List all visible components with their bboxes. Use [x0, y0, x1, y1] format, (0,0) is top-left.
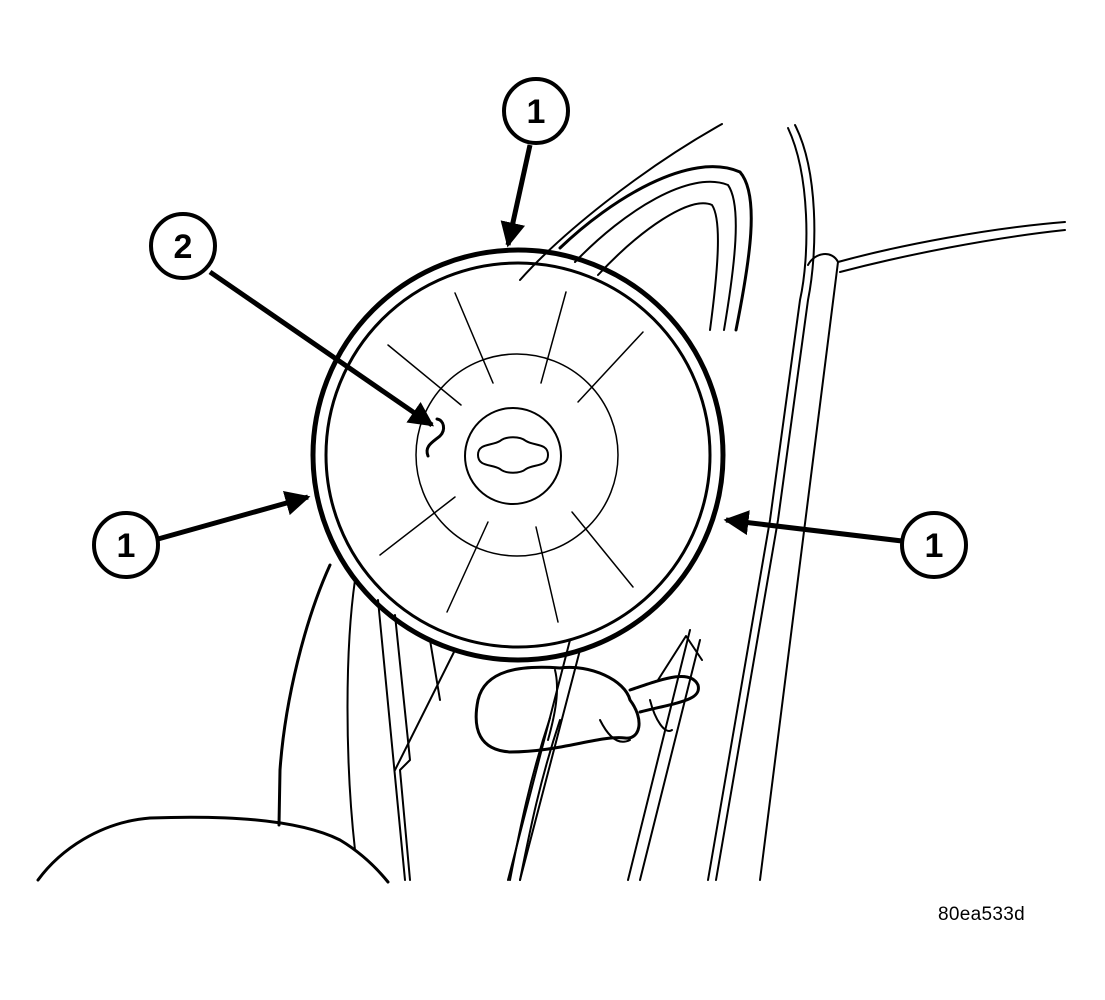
leader-arrow — [157, 491, 311, 542]
brand-emblem-icon — [477, 436, 549, 474]
callout-number: 1 — [527, 93, 546, 131]
callout-top: 1 — [500, 77, 570, 248]
callout-bubble — [149, 212, 217, 280]
tear-seams — [379, 291, 644, 623]
callout-right: 1 — [723, 510, 968, 579]
callout-bubble — [502, 77, 570, 145]
figure-id: 80ea533d — [938, 904, 1025, 925]
rim-outer — [310, 247, 726, 663]
leader-arrow — [500, 144, 533, 248]
callout-left: 1 — [92, 491, 311, 579]
rim-inner — [324, 261, 712, 649]
leader-arrow — [208, 269, 435, 428]
airbag-module — [310, 247, 726, 663]
callout-bubble — [900, 511, 968, 579]
callout-number: 1 — [925, 527, 944, 565]
hub-ring — [464, 407, 562, 505]
callout-number: 1 — [117, 527, 136, 565]
callout-number: 2 — [174, 228, 193, 266]
inner-seam-ring — [415, 353, 619, 557]
leader-arrow — [723, 510, 903, 544]
callout-bubble — [92, 511, 160, 579]
center-hook — [425, 417, 446, 458]
callout-hook: 2 — [149, 212, 435, 428]
vehicle-body-lines — [36, 123, 1066, 884]
